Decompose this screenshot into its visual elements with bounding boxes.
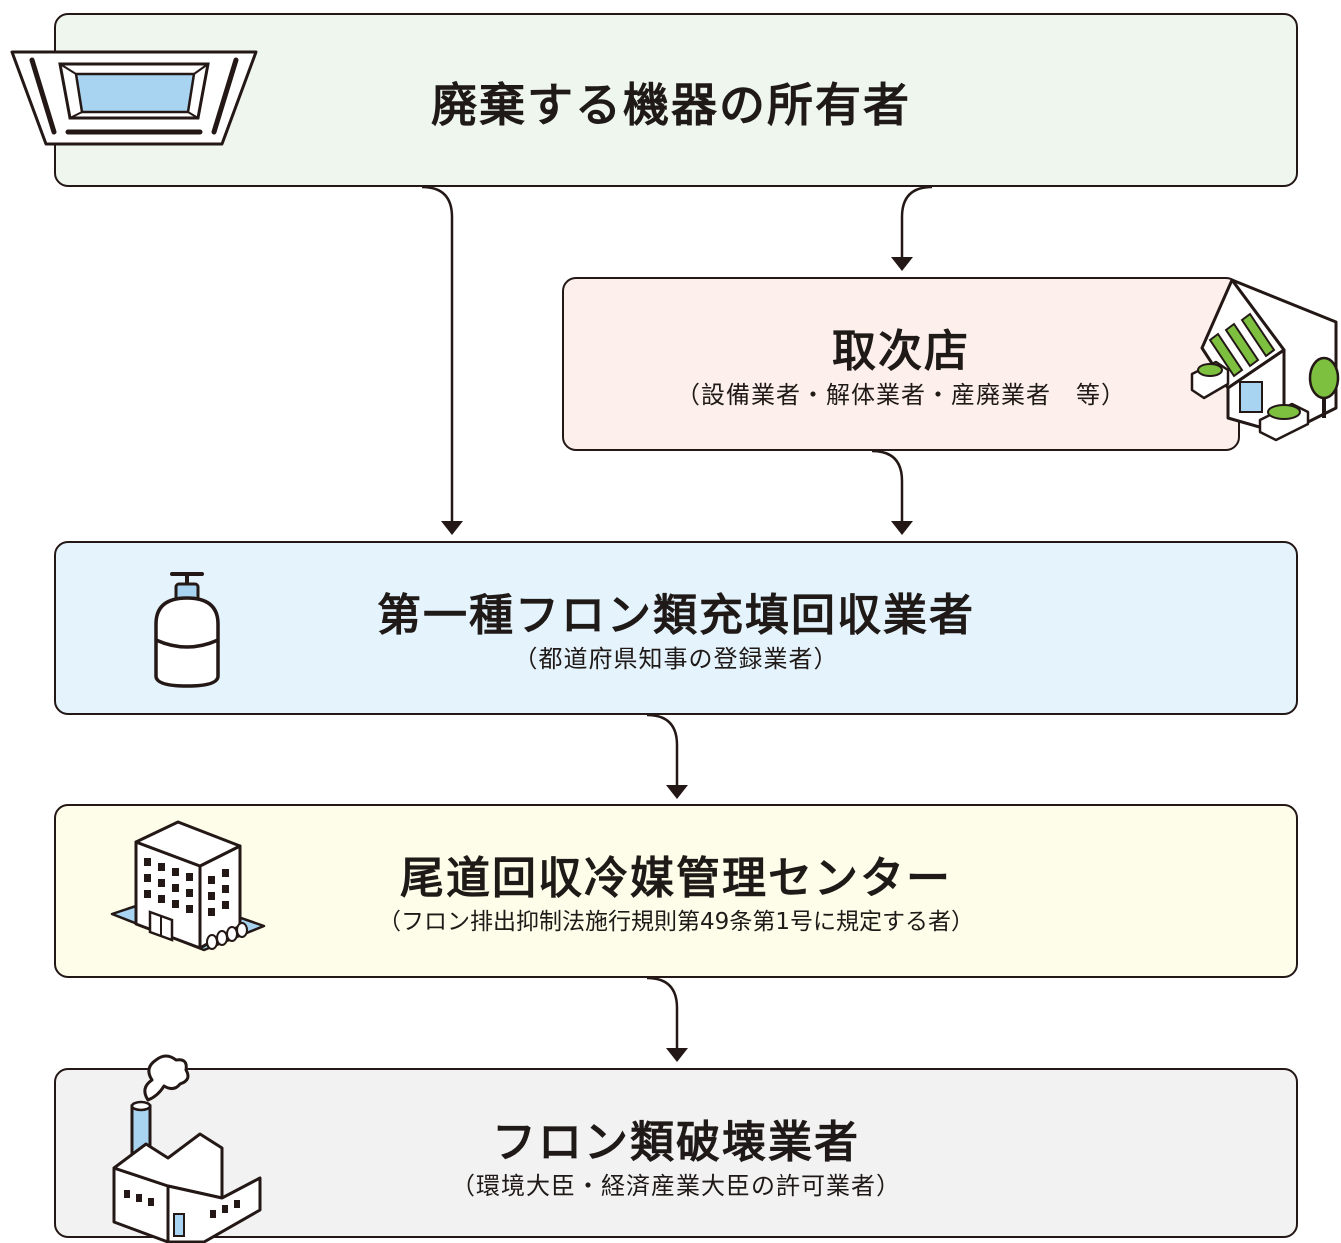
node-agent-title: 取次店 bbox=[832, 326, 970, 377]
connector-recovery-to-center bbox=[646, 713, 679, 786]
connector-center-to-destroyer bbox=[646, 976, 679, 1049]
node-center-title: 尾道回収冷媒管理センター bbox=[400, 853, 952, 904]
node-owner-title: 廃棄する機器の所有者 bbox=[431, 78, 911, 132]
node-recovery-subtitle: （都道府県知事の登録業者） bbox=[513, 645, 839, 673]
arrowhead-agent bbox=[891, 257, 913, 271]
arrowhead-recovery-right bbox=[891, 521, 913, 535]
arrowhead-recovery-left bbox=[441, 521, 463, 535]
arrowhead-destroyer bbox=[666, 1048, 688, 1062]
node-agent-subtitle: （設備業者・解体業者・産廃業者 等） bbox=[676, 381, 1126, 409]
office-building-icon bbox=[110, 820, 266, 952]
node-owner: 廃棄する機器の所有者 bbox=[54, 13, 1298, 187]
connector-agent-to-recovery bbox=[871, 449, 904, 522]
arrowhead-center bbox=[666, 785, 688, 799]
ceiling-air-conditioner-icon bbox=[10, 50, 258, 146]
node-destroyer-title: フロン類破壊業者 bbox=[492, 1117, 860, 1168]
shop-icon bbox=[1190, 278, 1340, 442]
connector-owner-to-recovery bbox=[421, 185, 454, 522]
node-agent: 取次店 （設備業者・解体業者・産廃業者 等） bbox=[562, 277, 1240, 451]
gas-cylinder-icon bbox=[154, 572, 220, 688]
node-center-subtitle: （フロン排出抑制法施行規則第49条第1号に規定する者） bbox=[378, 909, 974, 935]
node-recovery: 第一種フロン類充填回収業者 （都道府県知事の登録業者） bbox=[54, 541, 1298, 715]
node-center: 尾道回収冷媒管理センター （フロン排出抑制法施行規則第49条第1号に規定する者） bbox=[54, 804, 1298, 978]
node-destroyer-subtitle: （環境大臣・経済産業大臣の許可業者） bbox=[451, 1172, 901, 1200]
connector-owner-to-agent bbox=[900, 185, 933, 258]
factory-icon bbox=[112, 1054, 262, 1243]
node-recovery-title: 第一種フロン類充填回収業者 bbox=[377, 590, 975, 641]
